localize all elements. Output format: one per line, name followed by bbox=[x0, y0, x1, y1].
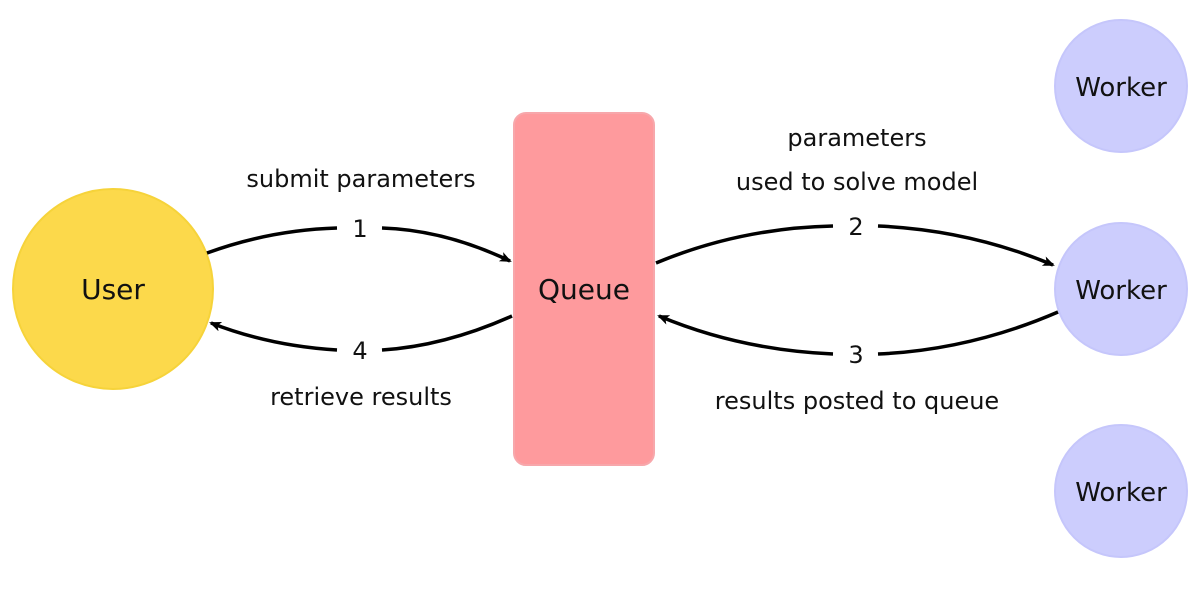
step-number-2: 2 bbox=[848, 213, 863, 241]
queue-label: Queue bbox=[538, 273, 630, 306]
step-number-1: 1 bbox=[352, 215, 367, 243]
edge-label-params-line1: parameters bbox=[787, 124, 926, 152]
step-number-4: 4 bbox=[352, 337, 367, 365]
edge-submit-right bbox=[381, 226, 512, 263]
edge-params-left bbox=[655, 224, 834, 265]
edge-label-retrieve: retrieve results bbox=[270, 383, 452, 411]
worker-label-top: Worker bbox=[1075, 73, 1167, 103]
worker-node-middle: Worker bbox=[1054, 222, 1188, 356]
user-label: User bbox=[81, 273, 145, 306]
edge-retrieve-left bbox=[209, 321, 338, 352]
edge-label-submit: submit parameters bbox=[246, 165, 475, 193]
worker-label-middle: Worker bbox=[1075, 276, 1167, 306]
edge-label-params-line2: used to solve model bbox=[736, 168, 978, 196]
step-number-3: 3 bbox=[848, 341, 863, 369]
edge-params-right bbox=[877, 224, 1055, 267]
user-circle bbox=[12, 188, 214, 390]
edge-label-posted: results posted to queue bbox=[715, 387, 999, 415]
worker-label-bottom: Worker bbox=[1075, 478, 1167, 508]
edge-submit-left bbox=[206, 226, 338, 255]
worker-circle-middle bbox=[1054, 222, 1188, 356]
worker-circle-top bbox=[1054, 19, 1188, 153]
edge-posted-left bbox=[657, 314, 834, 356]
queue-rect bbox=[513, 112, 655, 466]
worker-node-bottom: Worker bbox=[1054, 424, 1188, 558]
edge-retrieve-right bbox=[381, 314, 513, 352]
worker-node-top: Worker bbox=[1054, 19, 1188, 153]
worker-circle-bottom bbox=[1054, 424, 1188, 558]
user-node: User bbox=[12, 188, 214, 390]
queue-node: Queue bbox=[513, 112, 655, 466]
edge-posted-right bbox=[877, 310, 1059, 356]
